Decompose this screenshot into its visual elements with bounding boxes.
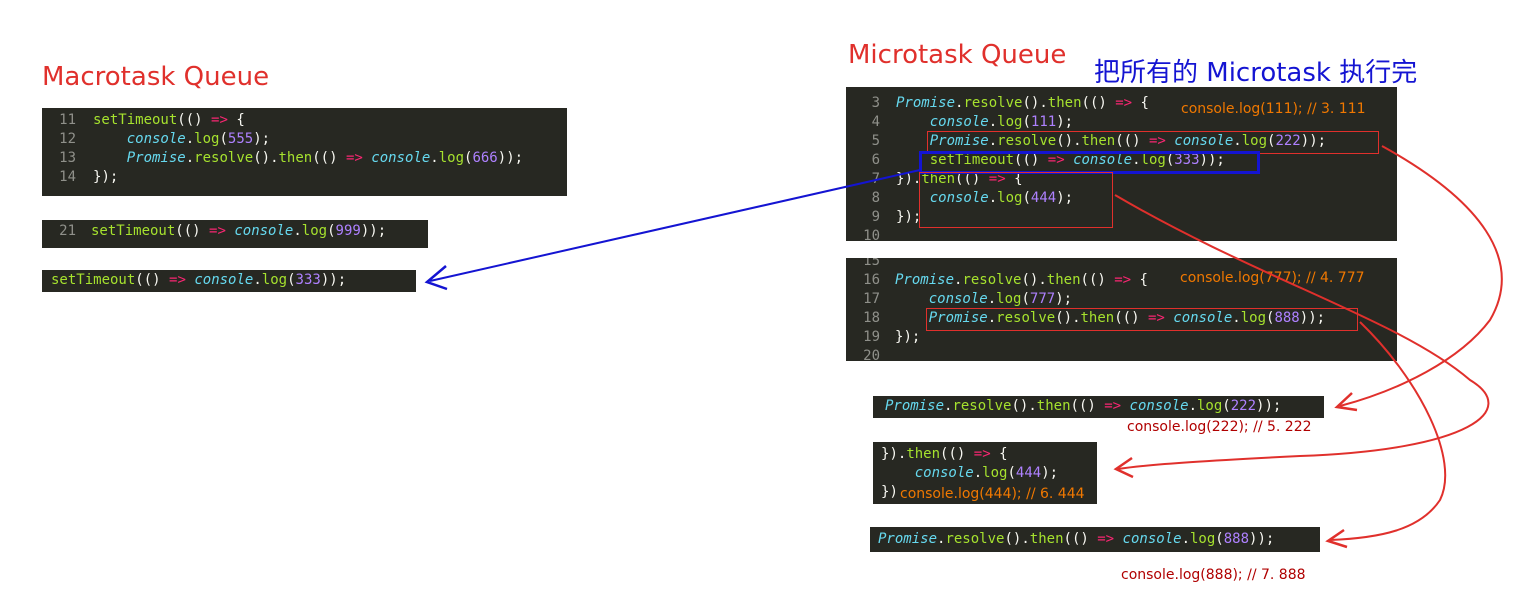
- code-text: console.log(777);: [928, 291, 1073, 307]
- code-text: });: [895, 329, 921, 345]
- line-number: 5: [871, 133, 880, 149]
- arrow-888-to-queue: [1329, 321, 1447, 541]
- code-text: setTimeout(() => console.log(333));: [929, 152, 1225, 168]
- line-number: 17: [863, 291, 880, 307]
- annotation-output-222: console.log(222); // 5. 222: [1127, 419, 1312, 435]
- code-text: Promise.resolve().then(() => console.log…: [929, 133, 1327, 149]
- execute-all-microtasks-note: 把所有的 Microtask 执行完: [1094, 58, 1418, 88]
- microtask-code-block-4: }).then(() => { console.log(444); }): [873, 442, 1097, 504]
- annotation-output-777: console.log(777); // 4. 777: [1180, 270, 1365, 286]
- code-text: console.log(111);: [929, 114, 1074, 130]
- macrotask-code-block-3: setTimeout(() => console.log(333));: [42, 270, 416, 292]
- annotation-output-111: console.log(111); // 3. 111: [1181, 101, 1366, 117]
- code-text: Promise.resolve().then(() => console.log…: [928, 310, 1326, 326]
- line-number: 15: [863, 258, 880, 269]
- code-text: Promise.resolve().then(() => console.log…: [878, 531, 1275, 547]
- line-number: 4: [871, 114, 880, 130]
- line-number: 19: [863, 329, 880, 345]
- line-number: 21: [59, 223, 76, 239]
- microtask-queue-heading: Microtask Queue: [848, 40, 1067, 70]
- code-text: Promise.resolve().then(() => {: [895, 272, 1148, 288]
- macrotask-code-block-2: 21 setTimeout(() => console.log(999));: [42, 220, 428, 248]
- line-number: 18: [863, 310, 880, 326]
- annotation-output-444: console.log(444); // 6. 444: [900, 486, 1085, 502]
- microtask-code-block-5: Promise.resolve().then(() => console.log…: [870, 527, 1320, 552]
- code-text: setTimeout(() => {: [93, 112, 245, 128]
- code-text: setTimeout(() => console.log(333));: [51, 272, 347, 288]
- code-text: }).then(() => {: [881, 446, 1008, 462]
- code-text: Promise.resolve().then(() => {: [896, 95, 1149, 111]
- code-text: }): [881, 484, 898, 500]
- line-number: 10: [863, 228, 880, 241]
- code-text: console.log(444);: [929, 190, 1074, 206]
- arrowhead-macrotask: [424, 265, 448, 291]
- line-number: 12: [59, 131, 76, 147]
- line-number: 11: [59, 112, 76, 128]
- microtask-code-block-3: Promise.resolve().then(() => console.log…: [873, 396, 1324, 418]
- code-text: Promise.resolve().then(() => console.log…: [885, 398, 1282, 414]
- code-text: }).then(() => {: [896, 171, 1023, 187]
- arrowhead-444: [1113, 456, 1134, 479]
- arrow-settimeout-to-macrotask: [429, 169, 921, 282]
- arrowhead-888: [1325, 528, 1348, 549]
- arrowhead-222: [1334, 392, 1358, 412]
- code-text: console.log(555);: [126, 131, 271, 147]
- line-number: 6: [871, 152, 880, 168]
- code-text: setTimeout(() => console.log(999));: [91, 223, 387, 239]
- line-number: 13: [59, 150, 76, 166]
- arrow-444-to-queue: [1114, 194, 1490, 470]
- code-text: });: [93, 169, 119, 185]
- code-text: console.log(444);: [914, 465, 1059, 481]
- microtask-code-block-1: 3 Promise.resolve().then(() => { 4 consol…: [846, 87, 1397, 241]
- line-number: 16: [863, 272, 880, 288]
- macrotask-queue-heading: Macrotask Queue: [42, 62, 270, 92]
- line-number: 20: [863, 348, 880, 361]
- line-number: 9: [871, 209, 880, 225]
- line-number: 3: [871, 95, 880, 111]
- line-number: 14: [59, 169, 76, 185]
- macrotask-code-block-1: 11 setTimeout(() => { 12 console.log(555)…: [42, 108, 567, 196]
- annotation-output-888: console.log(888); // 7. 888: [1121, 567, 1306, 583]
- line-number: 8: [871, 190, 880, 206]
- code-text: Promise.resolve().then(() => console.log…: [126, 150, 524, 166]
- highlight-promise-888: [926, 308, 1358, 331]
- arrow-222-to-queue: [1339, 145, 1503, 407]
- highlight-then-444: [919, 172, 1113, 228]
- code-text: });: [896, 209, 922, 225]
- microtask-code-block-2: 15 16 Promise.resolve().then(() => { 17 c…: [846, 258, 1397, 361]
